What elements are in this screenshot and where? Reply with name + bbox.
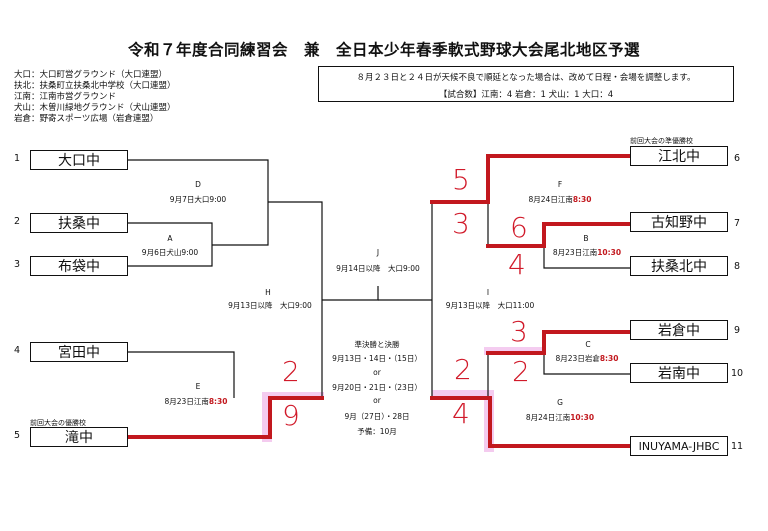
finals-date-1: 9月13日・14日・（15日） <box>332 354 422 363</box>
score-c-top: 3 <box>510 315 528 348</box>
finals-or-2: or <box>373 396 381 405</box>
score-e-top: 2 <box>282 355 300 388</box>
match-d-letter: D <box>195 180 201 189</box>
seed-2: 2 <box>14 216 21 227</box>
score-c-bottom: 2 <box>512 355 530 388</box>
team-ganan: 岩南中 <box>630 363 728 383</box>
match-i-schedule: 9月13日以降 大口11:00 <box>445 301 535 310</box>
finals-spare: 予備：10月 <box>357 427 397 436</box>
score-b-top: 6 <box>510 211 528 244</box>
finals-date-2: 9月20日・21日・（23日） <box>332 383 422 392</box>
seed-8: 8 <box>734 261 741 272</box>
seed-4: 4 <box>14 345 21 356</box>
team-ookuchi: 大口中 <box>30 150 128 170</box>
venue-konan: 江南：江南市営グラウンド <box>14 92 117 102</box>
score-f-top: 5 <box>452 163 470 196</box>
seed-10: 10 <box>731 368 744 379</box>
finals-or-1: or <box>373 368 381 377</box>
team-hotei: 布袋中 <box>30 256 128 276</box>
finals-date-3: 9月（27日）・28日 <box>344 412 410 421</box>
match-j-letter: J <box>376 248 380 257</box>
match-c-schedule: 8月23日岩倉8:30 <box>555 354 619 363</box>
team-fuso: 扶桑中 <box>30 213 128 233</box>
seed-5: 5 <box>14 430 21 441</box>
page-title: 令和７年度合同練習会 兼 全日本少年春季軟式野球大会尾北地区予選 <box>127 41 640 59</box>
seed-11: 11 <box>731 441 744 452</box>
venue-fuhoku: 扶北：扶桑町立扶桑北中学校（大口連盟） <box>14 81 176 91</box>
score-g-bottom: 4 <box>452 397 470 430</box>
score-e-bottom: 9 <box>282 399 300 432</box>
match-f-schedule: 8月24日江南8:30 <box>528 195 592 204</box>
seed-9: 9 <box>734 325 741 336</box>
team-kohoku: 江北中 <box>630 146 728 166</box>
venue-inuyama: 犬山：木曽川緑地グラウンド（犬山連盟） <box>14 103 176 113</box>
match-g-letter: G <box>557 398 563 407</box>
match-h-schedule: 9月13日以降 大口9:00 <box>228 301 312 310</box>
match-b-letter: B <box>583 234 589 243</box>
team-kochino: 古知野中 <box>630 212 728 232</box>
notice-game-count: 【試合数】江南：4 岩倉：1 犬山：1 大口：4 <box>438 90 614 100</box>
seed-1: 1 <box>14 153 21 164</box>
seed-6: 6 <box>734 153 741 164</box>
seed-3: 3 <box>14 259 21 270</box>
match-a-schedule: 9月6日犬山9:00 <box>141 248 199 257</box>
score-f-bottom: 3 <box>452 207 470 240</box>
team-taki: 滝中 <box>30 427 128 447</box>
team-inuyama-jhbc: INUYAMA-JHBC <box>630 436 728 456</box>
prev-runnerup-note: 前回大会の準優勝校 <box>630 137 693 145</box>
score-b-bottom: 4 <box>508 248 526 281</box>
match-h-letter: H <box>265 288 271 297</box>
team-miyata: 宮田中 <box>30 342 128 362</box>
match-d-schedule: 9月7日大口9:00 <box>169 195 227 204</box>
match-g-schedule: 8月24日江南10:30 <box>525 413 595 422</box>
match-a-letter: A <box>167 234 173 243</box>
team-iwakura: 岩倉中 <box>630 320 728 340</box>
match-f-letter: F <box>557 180 563 189</box>
match-e-letter: E <box>195 382 201 391</box>
venue-iwakura: 岩倉：野寄スポーツ広場（岩倉連盟） <box>14 114 159 124</box>
prev-champion-note: 前回大会の優勝校 <box>30 419 86 427</box>
notice-weather: ８月２３日と２４日が天候不良で順延となった場合は、改めて日程・会場を調整します。 <box>356 73 696 83</box>
finals-title: 準決勝と決勝 <box>354 340 400 349</box>
notice-box: ８月２３日と２４日が天候不良で順延となった場合は、改めて日程・会場を調整します。… <box>318 66 734 102</box>
match-c-letter: C <box>585 340 591 349</box>
match-i-letter: I <box>486 288 490 297</box>
match-j-schedule: 9月14日以降 大口9:00 <box>336 264 420 273</box>
score-g-top: 2 <box>454 353 472 386</box>
venue-ookuchi: 大口：大口町営グラウンド（大口連盟） <box>14 70 168 80</box>
seed-7: 7 <box>734 218 741 229</box>
match-b-schedule: 8月23日江南10:30 <box>552 248 622 257</box>
match-e-schedule: 8月23日江南8:30 <box>164 397 228 406</box>
team-fusokita: 扶桑北中 <box>630 256 728 276</box>
